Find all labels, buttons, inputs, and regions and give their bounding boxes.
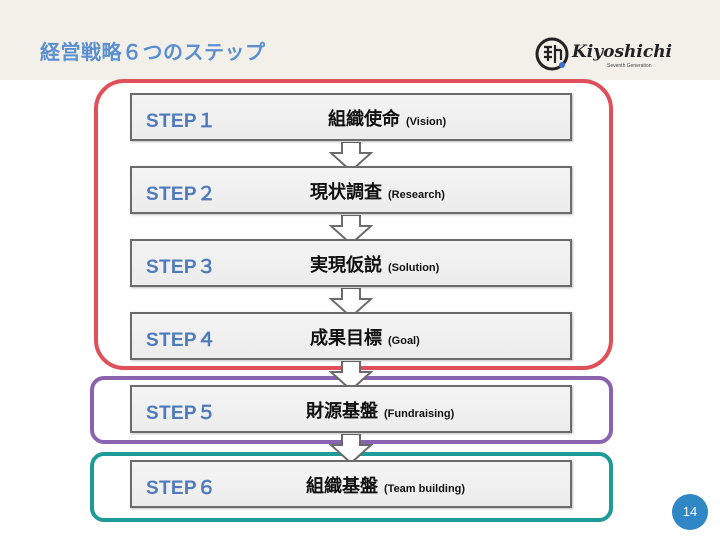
- step-label: STEP６: [146, 478, 217, 499]
- down-arrow-icon: [329, 288, 373, 318]
- page-number-badge: 14: [672, 494, 708, 530]
- step-label: STEP４: [146, 330, 217, 351]
- step-name: 組織使命 (Vision): [328, 105, 446, 131]
- step-name: 成果目標 (Goal): [310, 324, 420, 350]
- step-box-2: STEP２ 現状調査 (Research): [130, 166, 572, 214]
- down-arrow-icon: [329, 215, 373, 245]
- step-name-ja: 成果目標: [310, 328, 382, 349]
- step-label: STEP５: [146, 403, 217, 424]
- step-box-1: STEP１ 組織使命 (Vision): [130, 93, 572, 141]
- step-name-ja: 組織基盤: [306, 476, 378, 497]
- logo-subtitle: Seventh Generation: [607, 63, 652, 69]
- step-name-en: (Research): [388, 189, 445, 201]
- slide-header: [0, 0, 720, 80]
- step-name-ja: 実現仮説: [310, 255, 382, 276]
- step-name-en: (Team building): [384, 483, 466, 495]
- down-arrow-icon: [329, 142, 373, 172]
- step-label: STEP２: [146, 184, 217, 205]
- step-box-3: STEP３ 実現仮説 (Solution): [130, 239, 572, 287]
- slide-title: 経営戦略６つのステップ: [40, 40, 266, 64]
- step-name-en: (Solution): [388, 262, 440, 274]
- step-box-6: STEP６ 組織基盤 (Team building): [130, 460, 572, 508]
- logo-emblem-icon: [535, 37, 569, 71]
- step-name-en: (Fundraising): [384, 408, 455, 420]
- step-name-en: (Goal): [388, 335, 420, 347]
- logo-name: Kiyoshichi: [572, 42, 673, 62]
- down-arrow-icon: [329, 434, 373, 464]
- step-name-ja: 組織使命: [328, 109, 400, 130]
- step-name-en: (Vision): [406, 116, 447, 128]
- step-name-ja: 現状調査: [310, 182, 382, 203]
- down-arrow-icon: [329, 361, 373, 391]
- step-box-4: STEP４ 成果目標 (Goal): [130, 312, 572, 360]
- step-name: 現状調査 (Research): [310, 178, 445, 204]
- step-box-5: STEP５ 財源基盤 (Fundraising): [130, 385, 572, 433]
- step-label: STEP１: [146, 111, 217, 132]
- step-name: 財源基盤 (Fundraising): [306, 397, 454, 423]
- step-name-ja: 財源基盤: [306, 401, 378, 422]
- step-name: 組織基盤 (Team building): [306, 472, 465, 498]
- step-name: 実現仮説 (Solution): [310, 251, 439, 277]
- kiyoshichi-logo: Kiyoshichi Seventh Generation: [535, 36, 685, 76]
- step-label: STEP３: [146, 257, 217, 278]
